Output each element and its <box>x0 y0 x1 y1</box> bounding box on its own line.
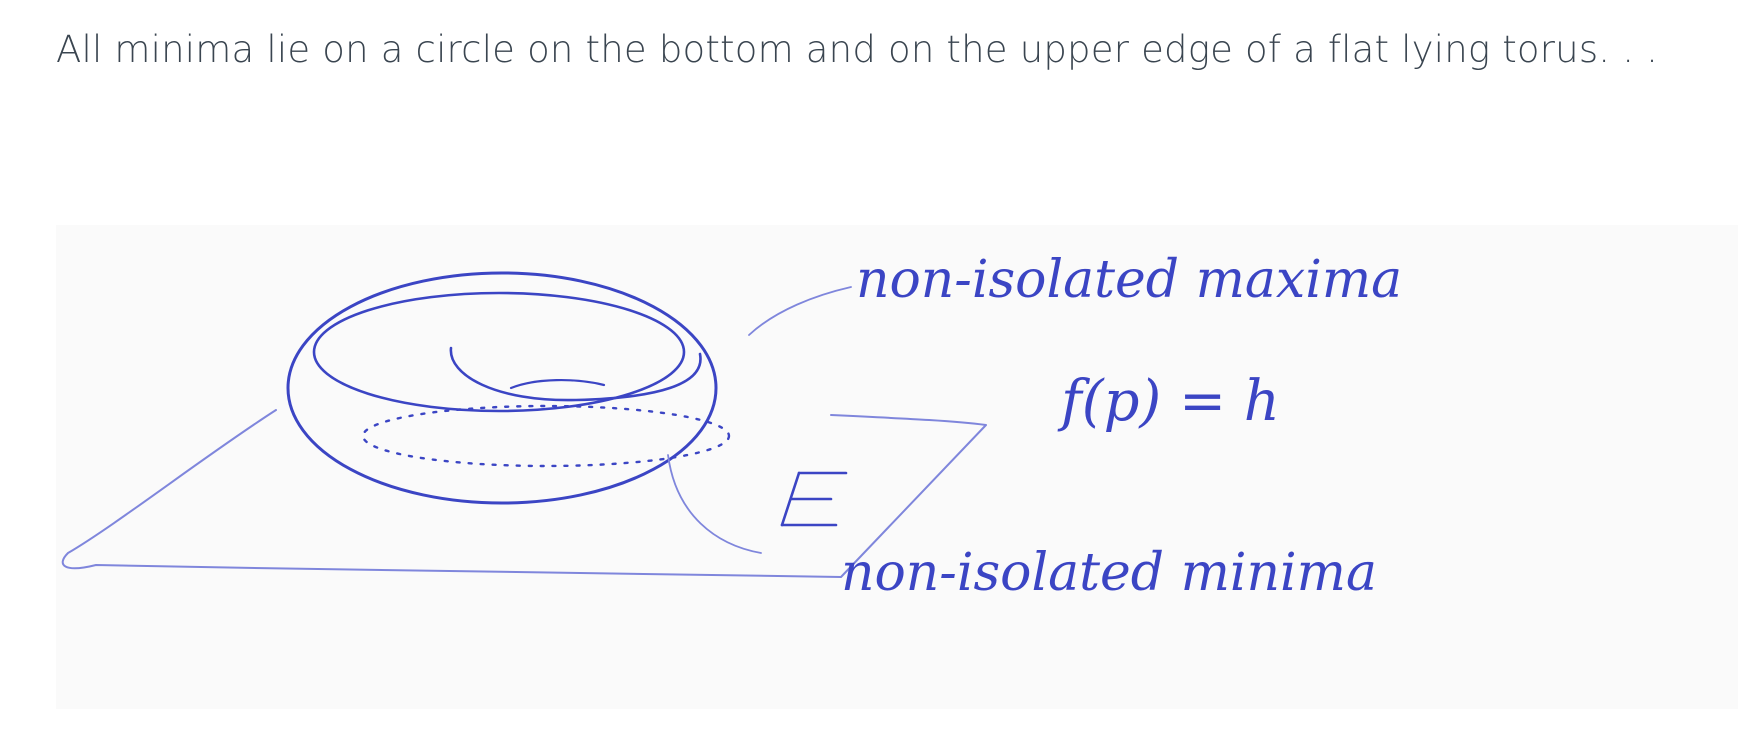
equation-label: f(p) = h <box>1057 369 1280 434</box>
minima-label: non-isolated minima <box>841 543 1377 603</box>
torus-bottom-circle-dotted <box>361 404 731 468</box>
maxima-label: non-isolated maxima <box>856 250 1402 310</box>
plane-e-glyph <box>780 471 848 527</box>
torus-upper-ring <box>312 291 686 413</box>
minima-leader-line <box>667 454 762 554</box>
caption-text: All minima lie on a circle on the bottom… <box>56 28 1659 71</box>
torus-hole-back <box>509 379 606 390</box>
hand-drawn-sketch: non-isolated maxima f(p) = h non-isolate… <box>56 225 1738 709</box>
paper-background <box>56 225 1738 709</box>
maxima-leader-line <box>748 286 852 336</box>
torus-hole-lip <box>449 346 702 402</box>
plane-outline <box>61 409 987 578</box>
torus-outer-edge <box>286 271 718 505</box>
